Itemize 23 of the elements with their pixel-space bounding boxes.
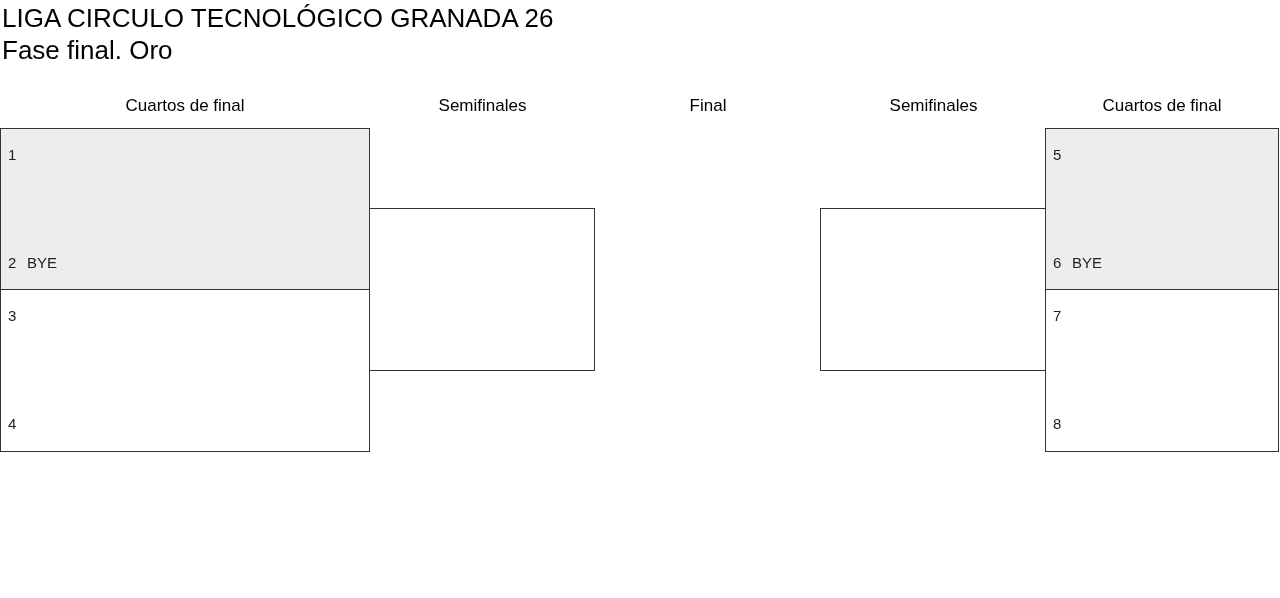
empty-match-box (820, 208, 1046, 371)
match-box (1045, 289, 1279, 452)
team-name: BYE (27, 254, 57, 272)
round-heading: Cuartos de final (1101, 95, 1223, 117)
subtitle: Fase final. Oro (2, 34, 173, 66)
round-heading: Cuartos de final (124, 95, 246, 117)
round-heading: Semifinales (888, 95, 979, 117)
match-box (1045, 128, 1279, 290)
seed-number: 1 (8, 146, 17, 164)
round-heading: Semifinales (437, 95, 528, 117)
seed-number: 2 (8, 254, 17, 272)
seed-number: 5 (1053, 146, 1062, 164)
team-name: BYE (1072, 254, 1102, 272)
match-box (0, 128, 370, 290)
title: LIGA CIRCULO TECNOLÓGICO GRANADA 26 (2, 2, 554, 34)
empty-match-box (369, 208, 595, 371)
match-box (0, 289, 370, 452)
seed-number: 3 (8, 307, 17, 325)
round-heading: Final (688, 95, 728, 117)
seed-number: 6 (1053, 254, 1062, 272)
seed-number: 4 (8, 415, 17, 433)
seed-number: 8 (1053, 415, 1062, 433)
seed-number: 7 (1053, 307, 1062, 325)
